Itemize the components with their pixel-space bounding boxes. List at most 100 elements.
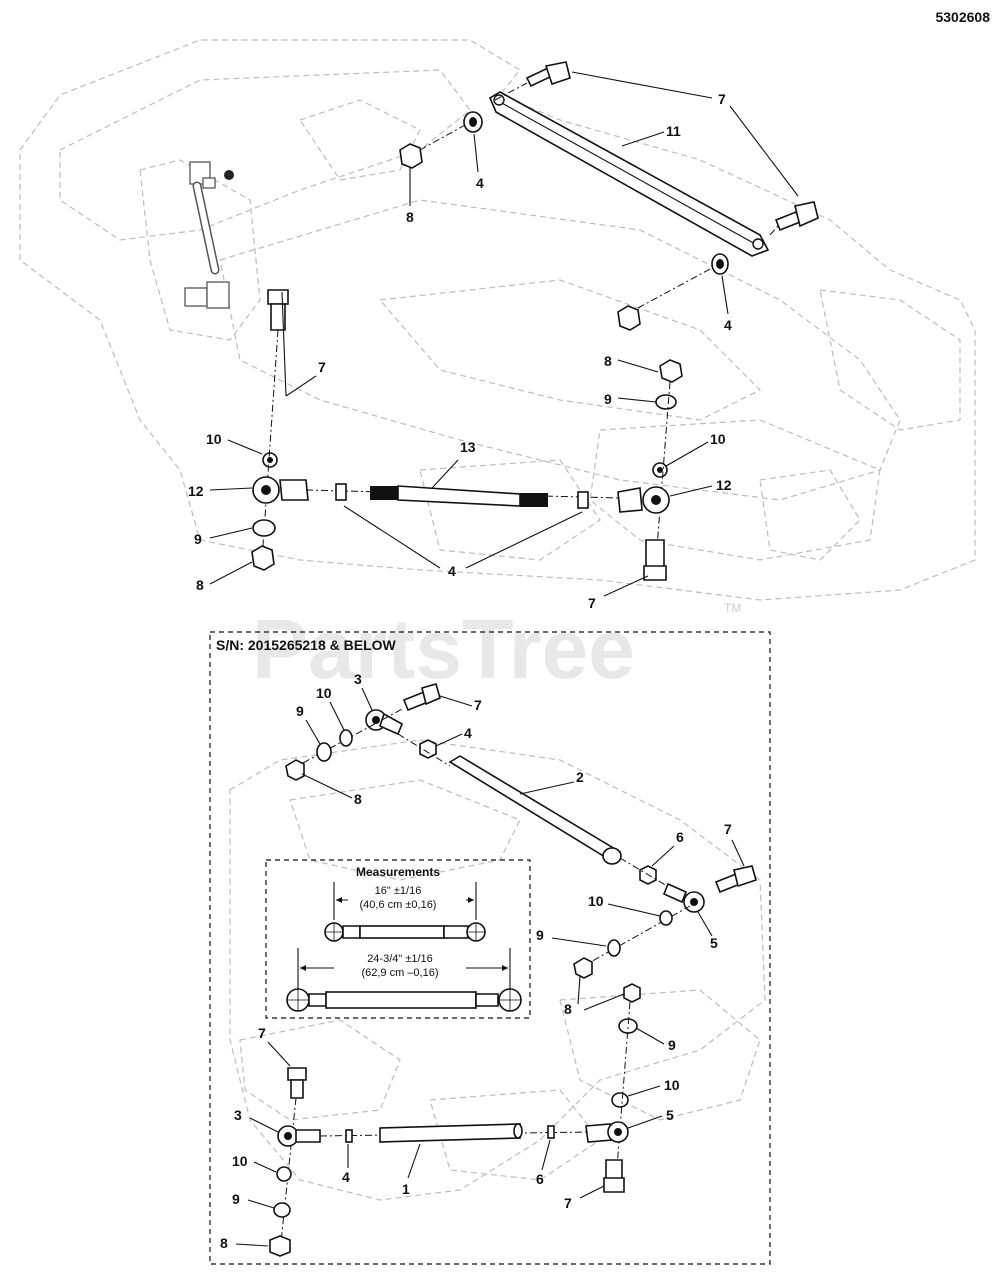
callout-10-left: 10 [206, 431, 222, 447]
part-12-rod-end-left [252, 476, 309, 504]
callout-8-detail-right: 8 [564, 1001, 572, 1017]
detail-box [209, 631, 771, 1265]
part-8-nut-detail-lower-right [623, 983, 641, 1003]
measurement-short-metric: (40,6 cm ±0,16) [360, 899, 437, 911]
callout-2-detail: 2 [576, 769, 584, 785]
measurements-box [265, 859, 531, 1019]
part-10-spacer-detail-top [339, 729, 353, 747]
part-10-spacer-detail-right [659, 910, 673, 926]
callout-5-detail-lower: 5 [666, 1107, 674, 1123]
callout-4-detail: 4 [464, 725, 472, 741]
part-8-nut-detail-lower-left [269, 1235, 291, 1257]
part-8-nut-detail-right [573, 957, 593, 979]
measurements-inset: Measurements 16" ±1/16 (40,6 cm ±0,16) 2… [286, 865, 522, 1012]
part-4-nut-detail [397, 733, 451, 767]
callout-7-detail-lower-right: 7 [564, 1195, 572, 1211]
background-rod-upper-left [184, 161, 234, 309]
part-9-washer-detail-top [316, 742, 332, 762]
callout-9-right: 9 [604, 391, 612, 407]
measurement-short-value: 16" ±1/16 [375, 885, 422, 897]
callout-4-right: 4 [724, 317, 732, 333]
part-5-rod-end-detail-top [662, 882, 705, 913]
part-9-washer-detail-lower-left [273, 1202, 291, 1218]
measurement-long-value: 24-3/4" ±1/16 [367, 953, 433, 965]
part-13-turnbuckle-rod [305, 483, 621, 509]
callout-9-detail-lower-left: 9 [232, 1191, 240, 1207]
callout-7-detail-right: 7 [724, 821, 732, 837]
part-7-bolt-detail-right [714, 865, 757, 894]
part-1-tube [319, 1123, 589, 1143]
background-frame-upper [19, 39, 976, 601]
part-2-tube [448, 755, 622, 865]
part-9-washer-detail-right [607, 939, 621, 957]
part-4-washer-right [637, 253, 729, 309]
part-7-bolt-left-stack [267, 289, 289, 331]
callout-1-detail: 1 [402, 1181, 410, 1197]
part-10-spacer-detail-lower-left [276, 1166, 292, 1182]
callout-4-detail-lower: 4 [342, 1169, 350, 1185]
callout-9-left: 9 [194, 531, 202, 547]
measurements-title: Measurements [356, 865, 440, 879]
watermark: PartsTree [252, 602, 635, 696]
measurement-long-metric: (62,9 cm –0,16) [361, 967, 438, 979]
part-9-washer-left-stack [252, 519, 276, 537]
part-11-link-bar [488, 91, 770, 257]
part-12-rod-end-right [617, 486, 670, 514]
part-10-spacer-left [262, 452, 278, 468]
callout-7-right: 7 [588, 595, 596, 611]
diagram-id: 5302608 [935, 9, 990, 25]
part-7-bolt-detail-lower-left [287, 1067, 307, 1099]
axis-left-stack [261, 329, 279, 561]
callout-7: 7 [718, 91, 726, 107]
callout-4: 4 [476, 175, 484, 191]
callout-6-detail-top: 6 [676, 829, 684, 845]
callout-8: 8 [406, 209, 414, 225]
callout-10-detail-lower-left: 10 [232, 1153, 248, 1169]
callout-5-detail-top: 5 [710, 935, 718, 951]
detail-header: S/N: 2015265218 & BELOW [216, 637, 397, 653]
callout-7-detail-top: 7 [474, 697, 482, 713]
upper-callouts: 7 11 4 8 4 8 9 10 12 7 7 10 12 9 8 13 4 [188, 71, 799, 611]
callout-9-detail-right: 9 [536, 927, 544, 943]
callout-3-detail-lower: 3 [234, 1107, 242, 1123]
watermark-tm: TM [724, 601, 741, 615]
part-7-bolt-right-stack [643, 539, 667, 581]
callout-9-detail-top: 9 [296, 703, 304, 719]
callout-6-detail-lower: 6 [536, 1171, 544, 1187]
callout-12-right: 12 [716, 477, 732, 493]
part-7-bolt-detail-lower-right [603, 1159, 625, 1193]
callout-7-left: 7 [318, 359, 326, 375]
part-10-spacer-detail-lower-right [611, 1092, 629, 1108]
part-7-bolt-right [769, 201, 819, 236]
callout-8-right: 8 [604, 353, 612, 369]
part-10-spacer-right [652, 462, 668, 478]
callout-8-detail-lower-left: 8 [220, 1235, 228, 1251]
callout-8-left: 8 [196, 577, 204, 593]
detail-callouts: 3 7 10 9 4 8 2 6 7 10 5 9 8 9 10 5 7 6 [220, 671, 745, 1251]
part-8-nut-detail-top [285, 759, 305, 781]
callout-13: 13 [460, 439, 476, 455]
callout-3-detail-top: 3 [354, 671, 362, 687]
callout-8-detail-top: 8 [354, 791, 362, 807]
part-3-rod-end-detail-top [365, 709, 404, 736]
callout-9-detail-lower-right: 9 [668, 1037, 676, 1053]
part-5-rod-end-detail-lower [585, 1121, 629, 1143]
part-4-washer-top [463, 111, 483, 133]
callout-11: 11 [666, 123, 681, 139]
part-8-nut-left-stack [251, 545, 275, 571]
part-8-nut-top [399, 124, 466, 169]
callout-10-right: 10 [710, 431, 726, 447]
part-8-nut-right [617, 305, 641, 331]
part-8-nut-right-stack [659, 359, 683, 383]
callout-7-detail-lower-left: 7 [258, 1025, 266, 1041]
callout-12-left: 12 [188, 483, 204, 499]
part-9-washer-right-stack [655, 394, 677, 410]
part-7-bolt-detail-top [402, 683, 441, 712]
callout-4-center: 4 [448, 563, 456, 579]
part-3-rod-end-detail-lower [277, 1125, 321, 1147]
part-7-bolt-top [494, 61, 571, 101]
axis-detail-right [579, 905, 691, 969]
callout-10-detail-top: 10 [316, 685, 332, 701]
callout-10-detail-lower-right: 10 [664, 1077, 680, 1093]
